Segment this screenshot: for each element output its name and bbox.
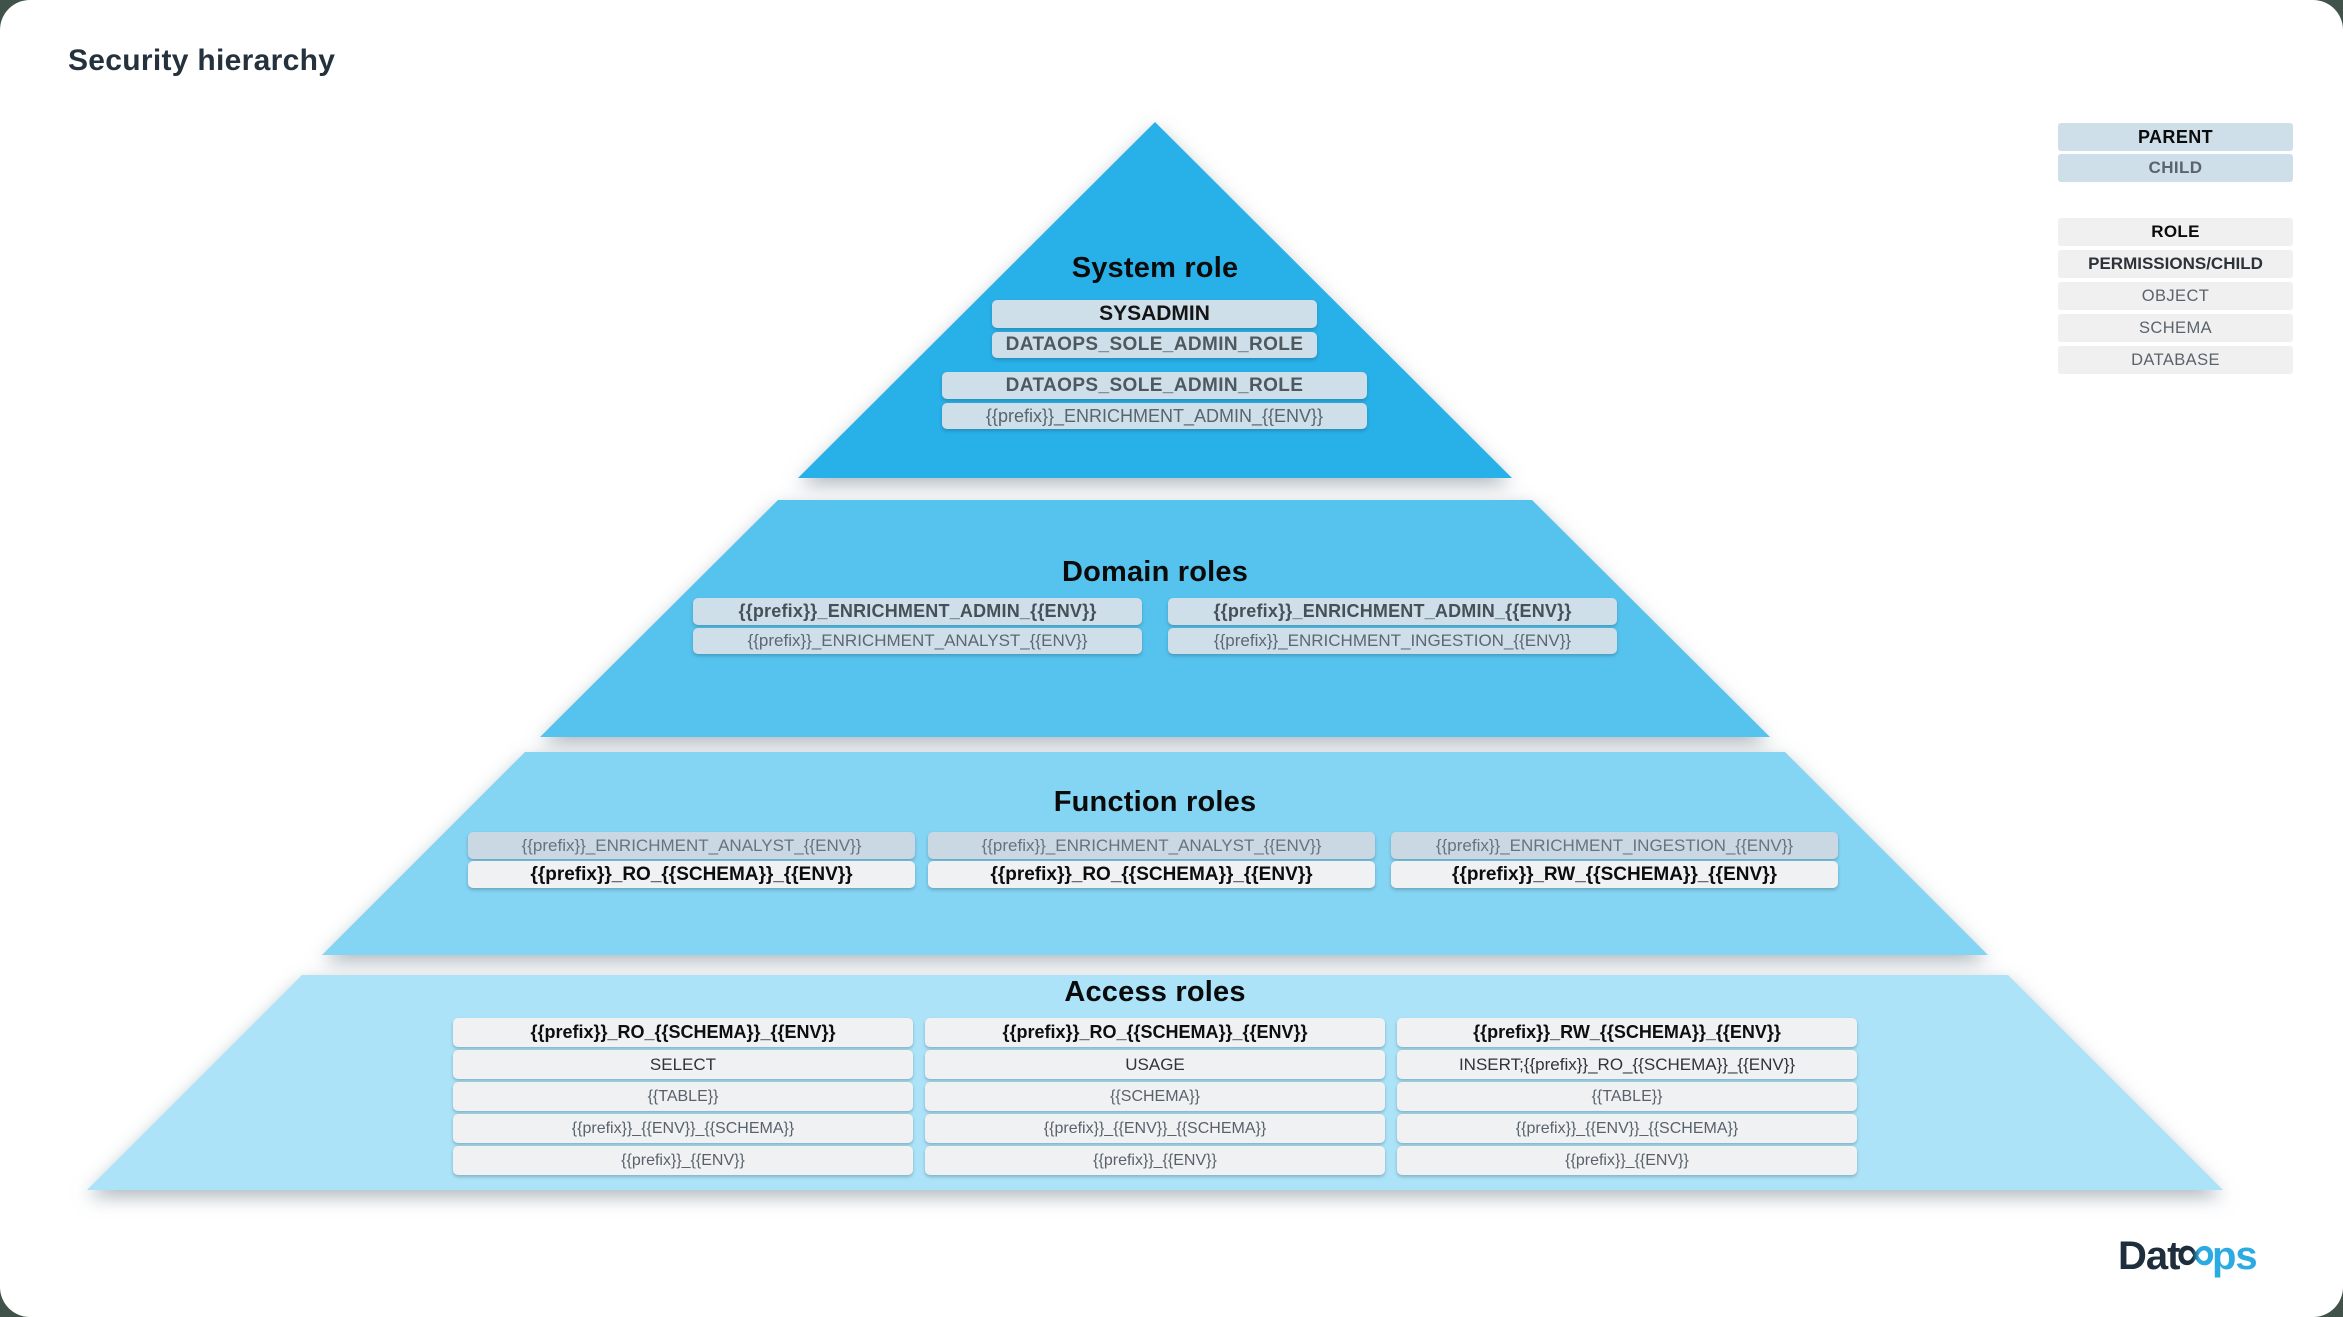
access-table2-permissions: USAGE <box>925 1050 1385 1079</box>
access-table3-object: {{TABLE}} <box>1397 1082 1857 1111</box>
system-child-enrichment-admin: {{prefix}}_ENRICHMENT_ADMIN_{{ENV}} <box>942 403 1367 429</box>
tier-title-access-roles: Access roles <box>1064 976 1246 1008</box>
legend-permissions-box: PERMISSIONS/CHILD <box>2058 250 2293 278</box>
access-table1-permissions: SELECT <box>453 1050 913 1079</box>
access-table1-database: {{prefix}}_{{ENV}} <box>453 1146 913 1175</box>
legend-object-box: OBJECT <box>2058 282 2293 310</box>
function-col2-child: {{prefix}}_RO_{{SCHEMA}}_{{ENV}} <box>928 861 1375 888</box>
system-parent-sysadmin: SYSADMIN <box>992 300 1317 328</box>
legend-database-box: DATABASE <box>2058 346 2293 374</box>
domain-left-parent: {{prefix}}_ENRICHMENT_ADMIN_{{ENV}} <box>693 598 1142 625</box>
access-table1-role: {{prefix}}_RO_{{SCHEMA}}_{{ENV}} <box>453 1018 913 1047</box>
function-col3-child: {{prefix}}_RW_{{SCHEMA}}_{{ENV}} <box>1391 861 1838 888</box>
domain-left-child: {{prefix}}_ENRICHMENT_ANALYST_{{ENV}} <box>693 628 1142 654</box>
tier-title-domain-roles: Domain roles <box>1061 556 1249 588</box>
access-table2-role: {{prefix}}_RO_{{SCHEMA}}_{{ENV}} <box>925 1018 1385 1047</box>
system-parent-dataops-sole-admin: DATAOPS_SOLE_ADMIN_ROLE <box>942 372 1367 399</box>
legend-role-box: ROLE <box>2058 218 2293 246</box>
logo-text-dark: Dat <box>2118 1233 2180 1278</box>
legend-parent-box: PARENT <box>2058 123 2293 151</box>
legend-schema-box: SCHEMA <box>2058 314 2293 342</box>
logo-text-blue: ps <box>2211 1233 2258 1278</box>
function-col1-parent: {{prefix}}_ENRICHMENT_ANALYST_{{ENV}} <box>468 832 915 859</box>
tier-title-system-role: System role <box>1071 252 1239 284</box>
access-table2-database: {{prefix}}_{{ENV}} <box>925 1146 1385 1175</box>
domain-right-child: {{prefix}}_ENRICHMENT_INGESTION_{{ENV}} <box>1168 628 1617 654</box>
function-col2-parent: {{prefix}}_ENRICHMENT_ANALYST_{{ENV}} <box>928 832 1375 859</box>
tier-title-function-roles: Function roles <box>1053 786 1257 818</box>
dataops-logo: Dat ∞ ps <box>2118 1223 2258 1283</box>
access-table3-schema: {{prefix}}_{{ENV}}_{{SCHEMA}} <box>1397 1114 1857 1143</box>
system-child-dataops-sole-admin: DATAOPS_SOLE_ADMIN_ROLE <box>992 332 1317 358</box>
page-title: Security hierarchy <box>68 44 336 77</box>
access-table3-role: {{prefix}}_RW_{{SCHEMA}}_{{ENV}} <box>1397 1018 1857 1047</box>
function-col3-parent: {{prefix}}_ENRICHMENT_INGESTION_{{ENV}} <box>1391 832 1838 859</box>
access-table3-database: {{prefix}}_{{ENV}} <box>1397 1146 1857 1175</box>
access-table2-object: {{SCHEMA}} <box>925 1082 1385 1111</box>
access-table2-schema: {{prefix}}_{{ENV}}_{{SCHEMA}} <box>925 1114 1385 1143</box>
access-table3-permissions: INSERT;{{prefix}}_RO_{{SCHEMA}}_{{ENV}} <box>1397 1050 1857 1079</box>
function-col1-child: {{prefix}}_RO_{{SCHEMA}}_{{ENV}} <box>468 861 915 888</box>
domain-right-parent: {{prefix}}_ENRICHMENT_ADMIN_{{ENV}} <box>1168 598 1617 625</box>
legend-child-box: CHILD <box>2058 154 2293 182</box>
access-table1-object: {{TABLE}} <box>453 1082 913 1111</box>
access-table1-schema: {{prefix}}_{{ENV}}_{{SCHEMA}} <box>453 1114 913 1143</box>
infinity-icon: ∞ <box>2176 1223 2215 1283</box>
